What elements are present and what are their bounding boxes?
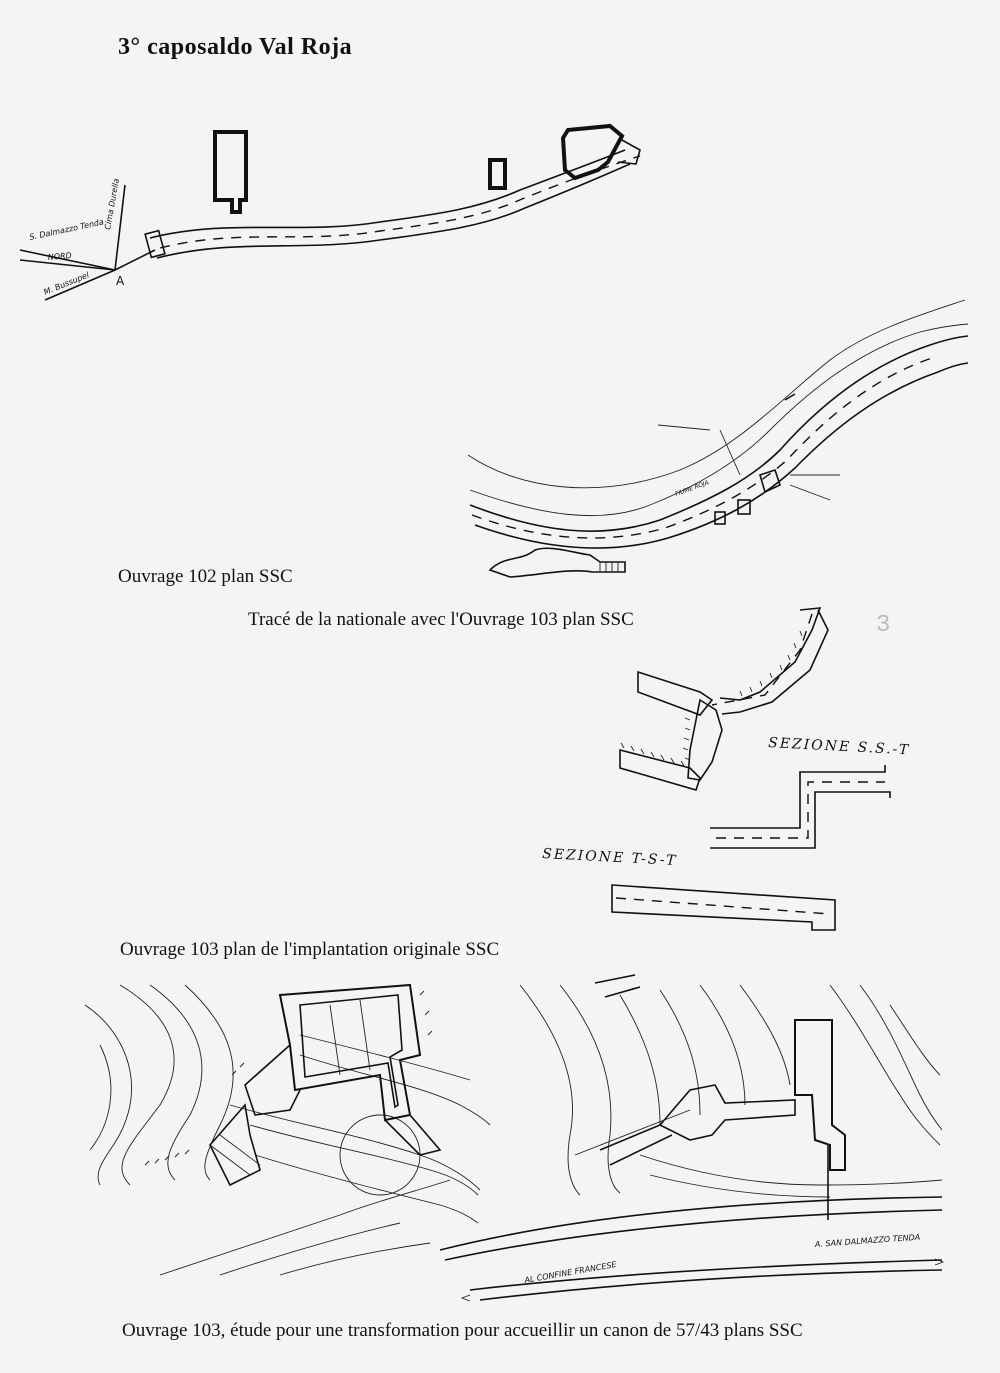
- ouvrage-103-original-drawing: SEZIONE S.S.-T SEZIONE T-S-T: [542, 607, 911, 931]
- river-label: FIUME ROJA: [674, 479, 710, 498]
- section-label-tst: SEZIONE T-S-T: [542, 846, 678, 869]
- road-label-confine: AL CONFINE FRANCESE: [523, 1260, 618, 1285]
- road-trace-drawing: FIUME ROJA: [467, 299, 969, 578]
- page-title: 3° caposaldo Val Roja: [118, 34, 353, 60]
- ouvrage-103-study-drawing: A. SAN DALMAZZO TENDA AL CONFINE FRANCES…: [84, 974, 945, 1302]
- compass-label-dalmazzo: S. Dalmazzo Tenda: [29, 217, 105, 242]
- left-contour-map: [84, 983, 491, 1276]
- compass-label-durella: Cima Durella: [103, 178, 121, 231]
- margin-mark: 3: [876, 612, 891, 639]
- caption-ouvrage-103-original: Ouvrage 103 plan de l'implantation origi…: [120, 939, 500, 960]
- caption-ouvrage-102: Ouvrage 102 plan SSC: [118, 566, 293, 587]
- ouvrage-102-plan-drawing: S. Dalmazzo Tenda NORD M. Bussupel Cima …: [19, 123, 641, 301]
- caption-ouvrage-103-etude: Ouvrage 103, étude pour une transformati…: [122, 1320, 803, 1341]
- point-label-a: A: [116, 274, 125, 288]
- section-label-sst: SEZIONE S.S.-T: [768, 735, 911, 758]
- compass-label-nord: NORD: [47, 251, 72, 262]
- right-contour-map: A. SAN DALMAZZO TENDA AL CONFINE FRANCES…: [439, 974, 945, 1302]
- road-label-dalmazzo: A. SAN DALMAZZO TENDA: [814, 1233, 921, 1249]
- caption-trace-nationale: Tracé de la nationale avec l'Ouvrage 103…: [248, 609, 634, 630]
